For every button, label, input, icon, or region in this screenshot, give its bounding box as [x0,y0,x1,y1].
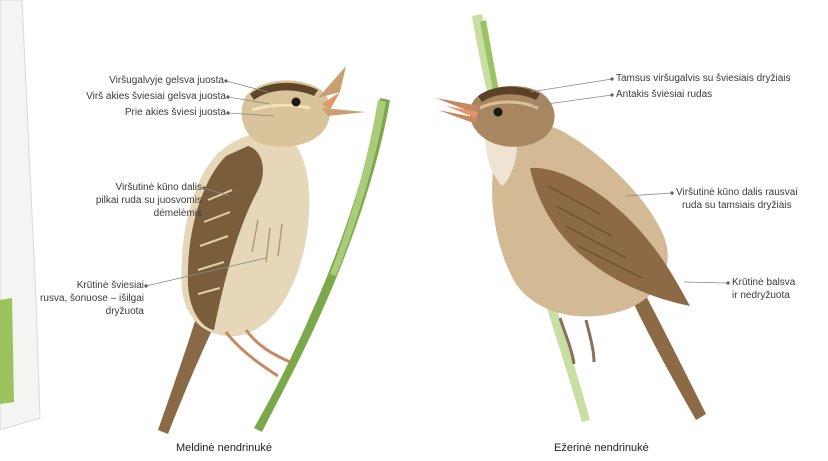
label-eyebrow-right: Antakis šviesiai rudas [616,88,712,101]
label-eyebrow-left: Virš akies šviesiai gelsva juosta [86,90,226,103]
label-upperparts-left: Viršutinė kūno dalis pilkai ruda su juos… [96,181,202,220]
label-breast-left-line1: Krūtinė šviesiai [40,279,144,292]
label-upperparts-left-line1: Viršutinė kūno dalis [96,181,202,194]
card-edge-fragment [0,0,40,430]
label-breast-left: Krūtinė šviesiai rusva, šonuose – išilga… [40,279,144,318]
label-crown: Tamsus viršugalvis su šviesiais dryžiais [616,72,791,85]
label-head-stripe: Viršugalvyje gelsva juosta [109,74,224,87]
left-bird-illustration [158,66,366,434]
label-upperparts-right-line2: ruda su tamsiais dryžiais [676,199,798,212]
caption-right-bird: Ežerinė nendrinukė [554,442,649,454]
label-breast-right-line1: Krūtinė balsva [732,276,795,289]
label-upperparts-left-line2: pilkai ruda su juosvomis [96,194,202,207]
label-upperparts-right-line1: Viršutinė kūno dalis rausvai [676,186,798,199]
label-upperparts-right: Viršutinė kūno dalis rausvai ruda su tam… [676,186,798,212]
label-breast-right-line2: ir nedryžuota [732,289,795,302]
caption-left-bird: Meldinė nendrinukė [176,442,272,454]
label-breast-left-line3: dryžuota [40,305,144,318]
label-breast-right: Krūtinė balsva ir nedryžuota [732,276,795,302]
label-breast-left-line2: rusva, šonuose – išilgai [40,292,144,305]
label-lore: Prie akies šviesi juosta [125,106,226,119]
label-upperparts-left-line3: dėmelėmis [96,207,202,220]
